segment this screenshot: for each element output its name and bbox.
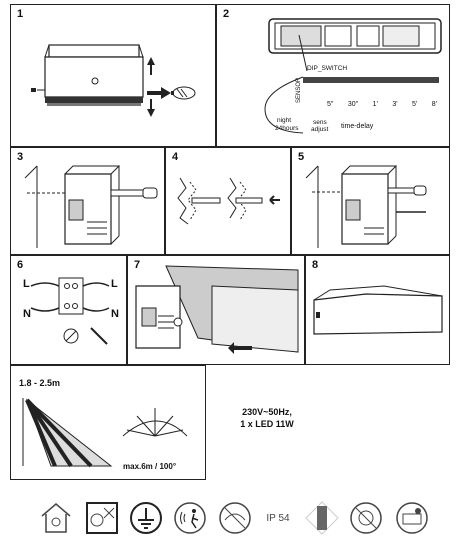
step-4-illustration (177, 177, 280, 225)
24hours-label: 24hours (275, 125, 299, 132)
step-5-panel: 5 (291, 147, 450, 255)
ip-rating-badge: IP 54 (260, 500, 296, 536)
delay-value: 8' (431, 101, 437, 108)
certification-icon-row: IP 54 (0, 494, 456, 549)
no-cover-icon (219, 502, 251, 534)
delay-value: 1' (372, 101, 378, 108)
step-number: 2 (223, 8, 230, 20)
step-number: 8 (312, 259, 319, 271)
step-1-illustration (31, 44, 196, 117)
delay-value: 5" (327, 101, 334, 108)
delay-value: 30" (347, 101, 359, 108)
step-7-panel: 7 (127, 255, 305, 365)
step-5-illustration (305, 165, 427, 248)
step-number: 1 (17, 8, 24, 20)
step-number: 3 (17, 151, 24, 163)
step-4-panel: 4 (165, 147, 291, 255)
step-3-illustration (24, 165, 158, 248)
up-down-light-icon (305, 501, 339, 535)
sensor-label: SENSOR (296, 77, 302, 103)
neutral-wire-right-label: N (111, 308, 119, 320)
led-spec: 1 x LED 11W (240, 419, 294, 429)
step-number: 6 (17, 259, 24, 271)
earth-ground-icon (130, 502, 162, 534)
step-6-illustration (30, 277, 110, 345)
step-number: 7 (134, 259, 141, 271)
night-label: night (277, 117, 292, 124)
step-8-panel: 8 (305, 255, 450, 365)
step-6-panel: 6 L L N N (10, 255, 127, 365)
installation-box-icon (396, 502, 428, 534)
sens-label: sens (313, 119, 327, 126)
voltage-spec: 230V~50Hz, (242, 407, 292, 417)
step-8-illustration (313, 285, 443, 335)
detection-illustration (22, 398, 188, 468)
detection-range-label: max.6m / 100° (123, 462, 177, 471)
live-wire-left-label: L (23, 278, 30, 290)
step-7-illustration (135, 265, 299, 354)
mounting-height-label: 1.8 - 2.5m (19, 378, 61, 388)
no-dimmer-icon (86, 502, 118, 534)
step-number: 4 (172, 151, 179, 163)
delay-value: 3' (392, 101, 398, 108)
no-cleaning-icon (350, 502, 382, 534)
step-2-panel: 2 DIP_SWITCH SENSOR night 24hours sens a… (216, 4, 450, 147)
delay-value-row: 5" 30" 1' 3' 5' 8' (327, 101, 437, 108)
neutral-wire-left-label: N (23, 308, 31, 320)
delay-value: 5' (412, 101, 418, 108)
time-delay-label: time-delay (341, 123, 374, 130)
ip-rating-text: IP 54 (266, 512, 290, 524)
spec-block: 230V~50Hz, 1 x LED 11W (229, 406, 305, 430)
adjust-label: adjust (311, 126, 329, 133)
step-1-panel: 1 (10, 4, 216, 147)
dip-switch-label: DIP_SWITCH (307, 65, 348, 72)
step-3-panel: 3 (10, 147, 165, 255)
live-wire-right-label: L (111, 278, 118, 290)
detection-panel: 1.8 - 2.5m max.6m / 100° (10, 365, 206, 480)
indoor-lamp-icon (41, 503, 71, 533)
motion-sensor-icon (174, 502, 206, 534)
step-2-illustration (264, 18, 442, 134)
step-number: 5 (298, 151, 305, 163)
